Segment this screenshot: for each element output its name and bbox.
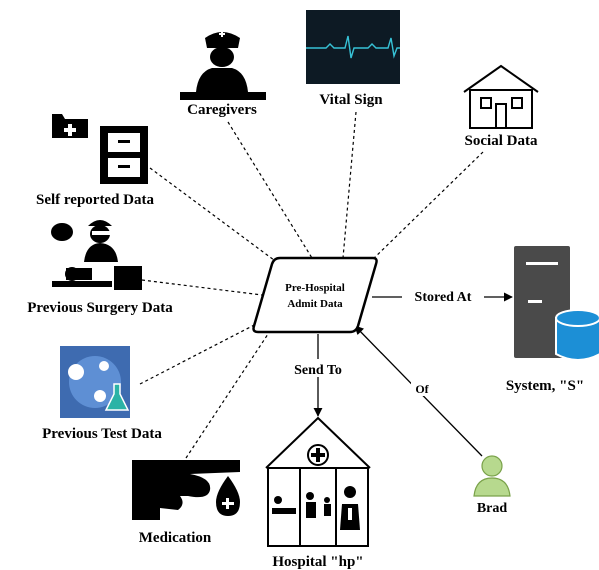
edge-vital-sign [342, 111, 357, 259]
social-data-label: Social Data [465, 133, 538, 149]
database-icon [555, 309, 599, 361]
previous-surgery-label: Previous Surgery Data [27, 300, 173, 316]
dashed-connectors [139, 111, 484, 459]
hospital-icon [265, 416, 371, 547]
brad-label: Brad [477, 501, 508, 516]
person-icon [473, 455, 511, 497]
center-label-line1: Pre-Hospital [285, 282, 345, 294]
file-cabinet-icon [52, 114, 148, 184]
surgery-icon [51, 220, 142, 290]
edge-previous-test [139, 321, 261, 385]
vital-sign-label: Vital Sign [319, 92, 383, 108]
edge-label-stored-at: Stored At [415, 290, 472, 305]
system-label: System, "S" [506, 378, 584, 394]
edge-self-reported [149, 167, 283, 267]
hospital-label: Hospital "hp" [272, 554, 363, 570]
edge-label-of: Of [415, 382, 429, 396]
self-reported-label: Self reported Data [36, 192, 155, 208]
caregivers-icon [180, 31, 266, 100]
medication-label: Medication [139, 530, 212, 546]
edge-previous-surgery [141, 279, 263, 296]
vital-sign-icon [306, 10, 400, 84]
center-label-line2: Admit Data [287, 298, 343, 310]
test-icon [60, 346, 130, 418]
previous-test-label: Previous Test Data [42, 426, 162, 442]
house-icon [463, 64, 539, 129]
medication-icon [132, 460, 240, 520]
center-node[interactable]: Pre-Hospital Admit Data [252, 256, 378, 334]
caregivers-label: Caregivers [187, 102, 257, 118]
edge-social-data [369, 151, 484, 263]
edge-caregivers [227, 121, 313, 259]
edge-label-send-to: Send To [294, 363, 342, 378]
edge-medication [185, 330, 271, 459]
